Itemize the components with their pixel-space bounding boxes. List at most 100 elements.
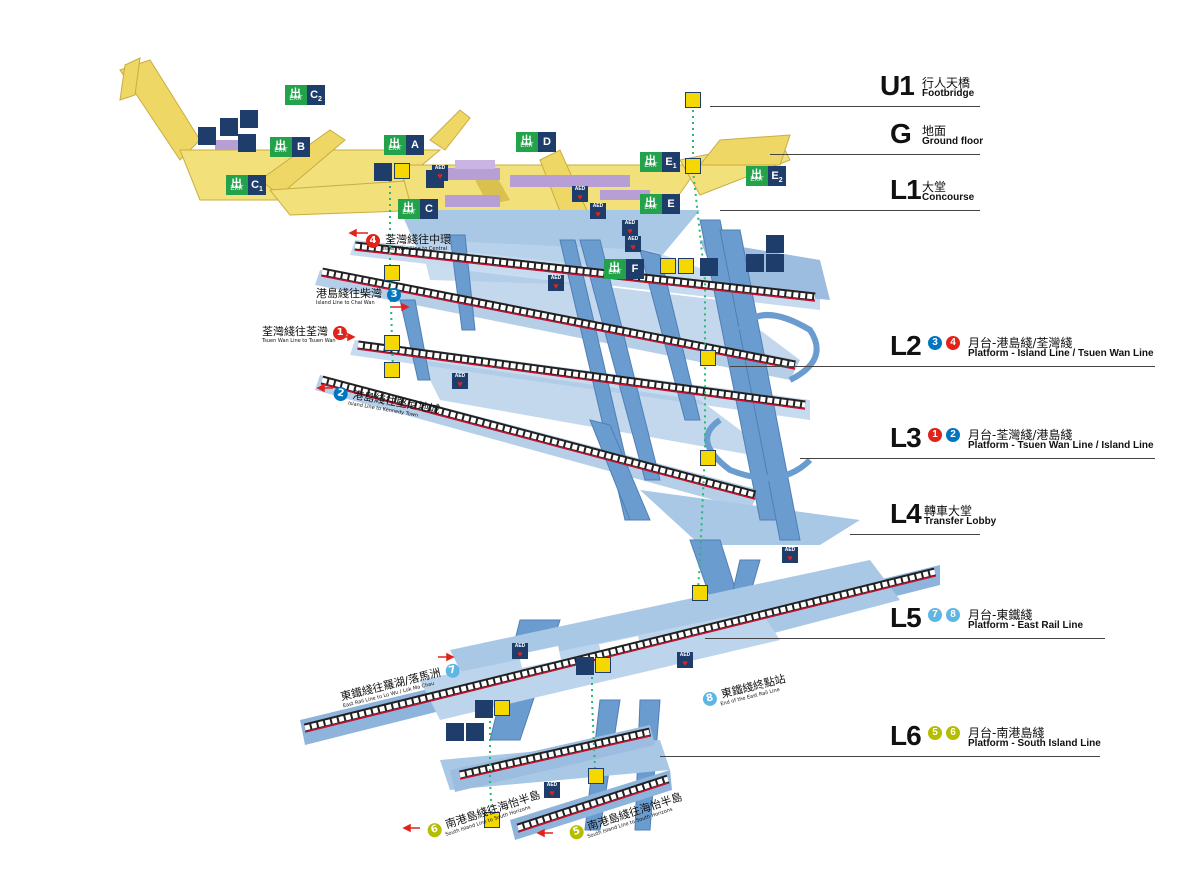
aed-label: AED (550, 275, 562, 281)
level-code: L5 (890, 602, 922, 633)
line-badge-3: 3 (928, 336, 942, 350)
aed-icon: AED♥ (625, 236, 641, 252)
train-icon (475, 700, 493, 718)
ticket-office-icon (220, 118, 238, 136)
train-label-zh: 荃灣綫往荃灣 (262, 325, 328, 338)
exit-sign-b: EXIT B (270, 132, 310, 160)
level-name-zh: 月台-荃灣綫/港島綫 (968, 428, 1073, 442)
train-stripe (354, 249, 816, 302)
heart-icon: ♥ (457, 379, 463, 389)
level-code: G (890, 118, 912, 149)
exit-sign-e: EXIT E (640, 189, 680, 217)
accessible-toilet-icon (466, 723, 484, 741)
level-rule (770, 154, 980, 155)
exit-icon: EXIT (226, 170, 248, 198)
lift-access-icon (238, 134, 256, 152)
exit-sign-e1: EXIT E1 (640, 147, 680, 175)
train-label-1: 荃灣綫往荃灣 1 Tsuen Wan Line to Tsuen Wan (262, 320, 348, 344)
trains-layer (303, 241, 937, 833)
lift-icon (685, 92, 701, 108)
train-label-en: Tsuen Wan Line to Tsuen Wan (262, 338, 336, 344)
train-stripe (517, 782, 669, 833)
line-badge-8: 8 (946, 608, 960, 622)
line-badge-7: 7 (928, 608, 942, 622)
aed-label: AED (627, 236, 639, 242)
train-windows (321, 377, 756, 498)
level-l4-transfer-lobby (640, 490, 860, 545)
exit-icon: EXIT (516, 127, 538, 155)
heart-icon: ♥ (630, 242, 636, 252)
level-name-en: Ground floor (922, 136, 984, 147)
lift-icon (494, 700, 510, 716)
level-rule (850, 534, 980, 535)
train-windows (354, 243, 816, 300)
aed-icon: AED♥ (572, 186, 588, 202)
level-rule (660, 756, 1100, 757)
lift-icon (588, 768, 604, 784)
heart-icon: ♥ (549, 788, 555, 798)
train-windows (304, 569, 936, 731)
aed-label: AED (434, 165, 446, 171)
line-badge-4: 4 (946, 336, 960, 350)
exit-sign-f: EXIT F (604, 254, 644, 282)
level-name-zh: 地面 (922, 124, 947, 138)
heart-icon: ♥ (517, 649, 523, 659)
exit-icon: EXIT (640, 147, 662, 175)
info-icon (198, 127, 216, 145)
exit-letter: C (420, 199, 438, 219)
aed-icon: AED♥ (590, 203, 606, 219)
level-code: U1 (880, 70, 915, 101)
accessible-toilet-icon (766, 254, 784, 272)
heart-icon: ♥ (787, 553, 793, 563)
lift-icon (692, 585, 708, 601)
train-label-3: 港島綫往柴灣 3 Island Line to Chai Wan (316, 282, 402, 306)
exit-sign-c1: EXIT C1 (226, 170, 266, 198)
level-name-en: Transfer Lobby (924, 516, 997, 527)
level-name-en: Platform - Island Line / Tsuen Wan Line (968, 348, 1154, 359)
concourse-facilities (215, 140, 650, 207)
train-icon (576, 657, 594, 675)
customer-service-icon (240, 110, 258, 128)
level-rule (800, 458, 1155, 459)
train-stripe (321, 383, 756, 500)
exit-letter: F (626, 259, 644, 279)
train-stripe (304, 575, 936, 733)
line-badge-6: 6 (946, 726, 960, 740)
exit-icon: EXIT (384, 130, 406, 158)
level-rule (710, 106, 980, 107)
exit-letter: E1 (662, 152, 680, 172)
level-name-en: Platform - Tsuen Wan Line / Island Line (968, 440, 1154, 451)
train-label-en: Tsuen Wan Line to Central (382, 246, 448, 252)
exit-letter: E2 (768, 166, 786, 186)
exit-letter: E (662, 194, 680, 214)
aed-icon: AED♥ (622, 220, 638, 236)
level-rule (705, 638, 1105, 639)
line-badge: 4 (366, 234, 380, 248)
train-label-4: 4 荃灣綫往中環 Tsuen Wan Line to Central (366, 228, 451, 252)
aed-label: AED (514, 643, 526, 649)
lift-icon (685, 158, 701, 174)
train-stripe (321, 275, 796, 370)
train-windows (517, 776, 669, 831)
line-badge: 6 (425, 821, 444, 840)
exit-letter: C2 (307, 85, 325, 105)
level-code: L4 (890, 498, 922, 529)
level-rule (720, 210, 980, 211)
train-icon (374, 163, 392, 181)
level-name-en: Footbridge (922, 88, 975, 99)
lift-icon (384, 335, 400, 351)
aed-label: AED (679, 652, 691, 658)
aed-icon: AED♥ (677, 652, 693, 668)
heart-icon: ♥ (595, 209, 601, 219)
aed-icon: AED♥ (548, 275, 564, 291)
exit-icon: EXIT (746, 161, 768, 189)
level-name-zh: 行人天橋 (922, 76, 971, 90)
exit-letter: D (538, 132, 556, 152)
lift-icon (394, 163, 410, 179)
exit-icon: EXIT (285, 80, 307, 108)
line-badge: 1 (333, 326, 348, 340)
line-badge: 2 (332, 385, 349, 403)
exit-letter: C1 (248, 175, 266, 195)
level-rule (730, 366, 1155, 367)
aed-label: AED (454, 373, 466, 379)
